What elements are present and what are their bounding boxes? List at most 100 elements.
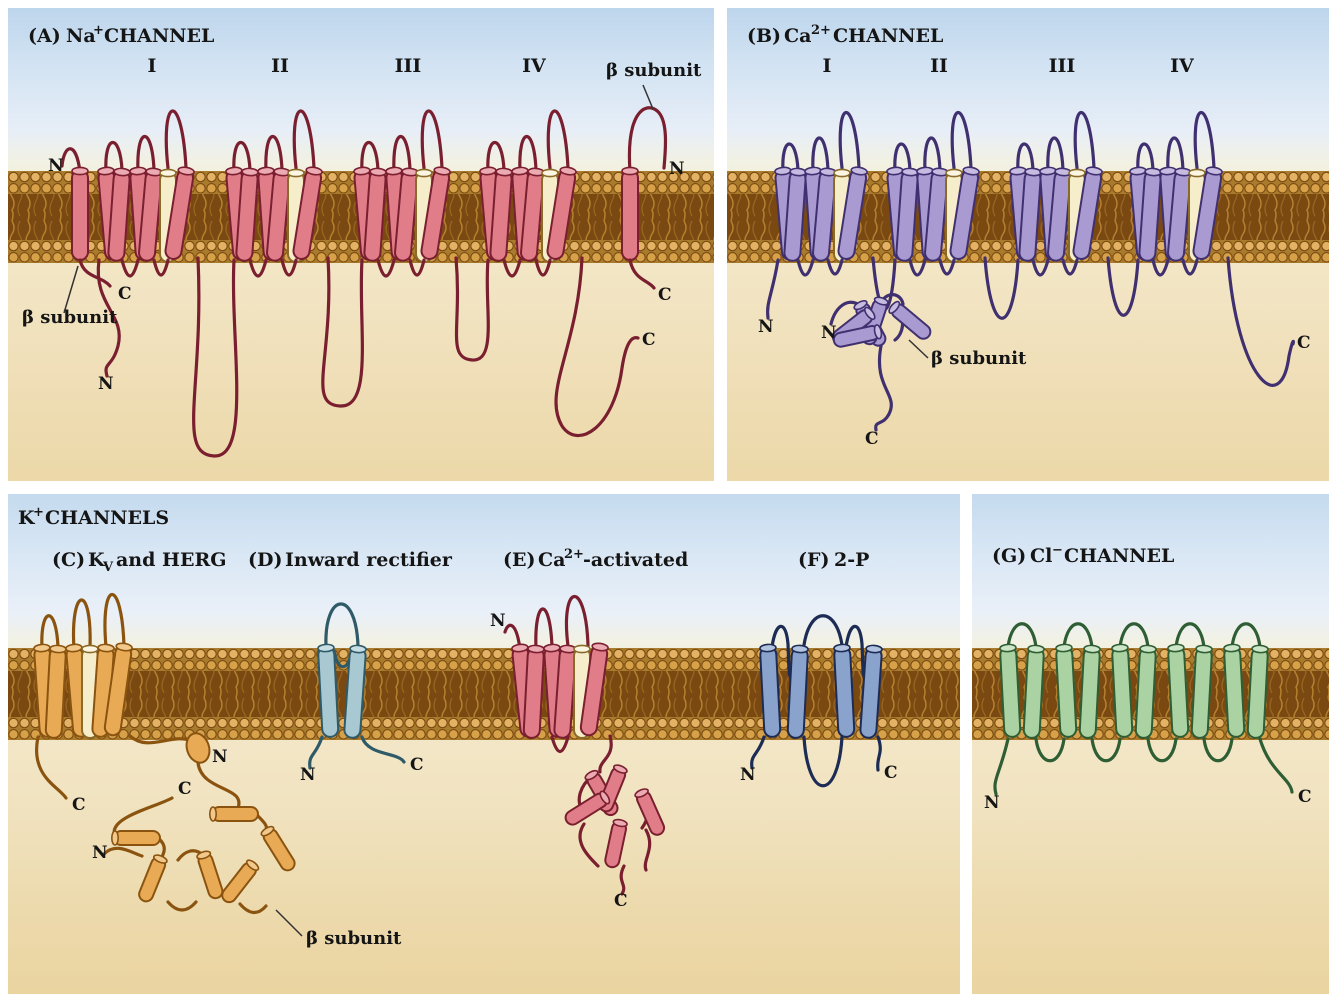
ca-extracellular-loops [781, 110, 1216, 174]
panel-b-prefix: (B) [747, 25, 781, 47]
n-terminus-label: N [740, 765, 756, 785]
panel-g-title: (G) Cl − CHANNEL [992, 543, 1174, 567]
domain-label-iii: III [1049, 55, 1076, 77]
panel-b-word: CHANNEL [833, 25, 943, 47]
helix [786, 643, 810, 740]
helix [195, 848, 226, 902]
c-word: and HERG [116, 549, 226, 571]
panel-g-ion: Cl [1030, 545, 1052, 567]
na-extracellular-loops [60, 106, 668, 174]
panel-g-word: CHANNEL [1064, 545, 1174, 567]
n-terminus-label: N [669, 159, 685, 179]
panel-b-title: (B) Ca 2+ CHANNEL [747, 23, 943, 47]
e-prefix: (E) [503, 549, 535, 571]
subpanel-f-title: (F) 2-P [798, 549, 869, 571]
panel-a-domain-labels: I II III IV [148, 55, 548, 77]
n-terminus-label: N [92, 843, 108, 863]
helix [1110, 642, 1134, 739]
n-terminus-label: N [490, 611, 506, 631]
helix [1022, 643, 1046, 740]
domain-label-iv: IV [1170, 55, 1195, 77]
helix [522, 643, 546, 740]
beta-subunit-label: β subunit [606, 60, 702, 81]
beta-leader-line [275, 909, 303, 937]
helix [110, 830, 161, 846]
cl-intracellular-loops [993, 737, 1294, 796]
c-ion-sub: V [102, 560, 114, 575]
domain-label-ii: II [930, 55, 948, 77]
c-terminus-label: C [178, 779, 192, 799]
c-terminus-label: C [410, 755, 424, 775]
helix [1166, 642, 1190, 739]
beta-leader-line [908, 339, 929, 359]
domain-label-i: I [823, 55, 832, 77]
panel-g-ion-charge: − [1052, 543, 1063, 558]
c-terminus-label: C [1298, 787, 1312, 807]
k-ion-charge: + [33, 505, 44, 520]
beta-subunit-label: β subunit [931, 348, 1027, 369]
d-word: Inward rectifier [285, 549, 453, 571]
k-ion: K [18, 507, 36, 529]
n-terminus-label: N [212, 747, 228, 767]
helix [316, 642, 340, 739]
domain-label-iv: IV [522, 55, 547, 77]
subpanel-d-title: (D) Inward rectifier [248, 549, 453, 571]
beta-subunit-label: β subunit [22, 307, 118, 328]
bk-helices [510, 641, 610, 740]
e-ion: Ca [538, 549, 565, 571]
ca-intracellular-loops [766, 256, 1295, 432]
c-terminus-label: C [614, 891, 628, 911]
c-terminus-label: C [658, 285, 672, 305]
panel-g-svg: (G) Cl − CHANNEL N C [972, 543, 1329, 813]
beta-subunit-label: β subunit [306, 928, 402, 949]
helix [208, 806, 259, 822]
e-ion-charge: 2+ [564, 547, 584, 562]
f-word: 2-P [834, 549, 869, 571]
helix [1054, 642, 1078, 739]
helix [1190, 643, 1214, 740]
subpanel-c-title: (C) K V and HERG [52, 549, 226, 575]
n-terminus-label: N [300, 765, 316, 785]
panel-a-prefix: (A) [28, 25, 61, 47]
c-ion: K [88, 549, 106, 571]
cl-extracellular-loops [1006, 622, 1262, 649]
helix [1078, 643, 1102, 740]
na-intracellular-loops [78, 256, 656, 458]
c-terminus-label: C [72, 795, 86, 815]
helix [632, 786, 668, 839]
helix [258, 823, 299, 875]
panel-b-ca-channel: (B) Ca 2+ CHANNEL I II III IV N N C C β … [727, 8, 1329, 481]
helix [998, 642, 1022, 739]
panel-a-na-channel: (A) Na + CHANNEL I II III IV β subunit N… [8, 8, 714, 481]
beta-leader-line [63, 265, 79, 314]
panel-b-ion-charge: 2+ [811, 23, 831, 38]
helix [44, 643, 68, 740]
panel-g-cl-channel: (G) Cl − CHANNEL N C [972, 494, 1329, 994]
panel-a-ion-charge: + [93, 23, 104, 38]
f-prefix: (F) [798, 549, 829, 571]
d-prefix: (D) [248, 549, 282, 571]
kv-extracellular-loops [40, 593, 126, 651]
subpanel-e-title: (E) Ca 2+ -activated [503, 547, 688, 571]
c-terminus-label: C [865, 429, 879, 449]
c-terminus-label: C [884, 763, 898, 783]
helix [218, 857, 262, 906]
panel-g-prefix: (G) [992, 545, 1026, 567]
helix [886, 298, 935, 343]
panel-k-channels: K + CHANNELS (C) K V and HERG (D) Inward… [8, 494, 960, 994]
n-terminus-label: N [98, 374, 114, 394]
panel-a-word: CHANNEL [104, 25, 214, 47]
c-terminus-label: C [642, 330, 656, 350]
panel-k-svg: K + CHANNELS (C) K V and HERG (D) Inward… [8, 505, 960, 949]
helix [1222, 642, 1246, 739]
c-terminus-label: C [118, 284, 132, 304]
c-prefix: (C) [52, 549, 85, 571]
panel-a-ion: Na [66, 25, 96, 47]
c-terminus-label: C [1297, 333, 1311, 353]
panel-a-title: (A) Na + CHANNEL [28, 23, 214, 47]
beta-leader-line [642, 84, 654, 110]
domain-label-iii: III [395, 55, 422, 77]
n-terminus-label: N [821, 323, 837, 343]
n-terminus-label: N [48, 156, 64, 176]
